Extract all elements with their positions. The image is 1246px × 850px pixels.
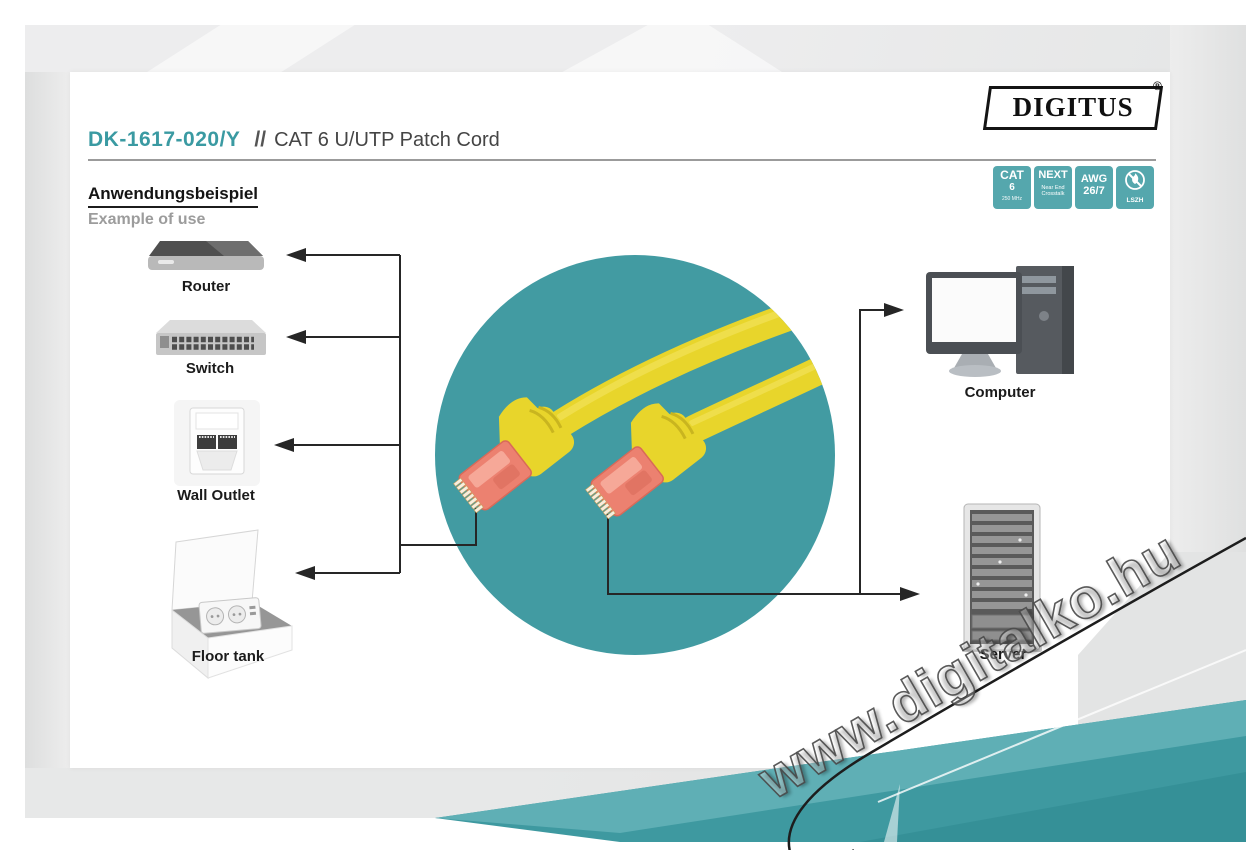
page-title: DK-1617-020/Y // CAT 6 U/UTP Patch Cord (88, 128, 500, 152)
left-gray-strip (25, 72, 70, 768)
label-computer: Computer (964, 384, 1036, 401)
badge-next: NEXT Near End Crosstalk (1034, 166, 1072, 209)
label-floor-tank: Floor tank (191, 648, 265, 665)
label-router: Router (181, 278, 231, 295)
header-rule (88, 159, 1156, 161)
title-separator: // (254, 128, 267, 151)
label-wall-outlet: Wall Outlet (177, 487, 255, 504)
product-code: DK-1617-020/Y (88, 128, 241, 151)
section-heading-de: Anwendungsbeispiel (88, 184, 259, 208)
no-flame-icon (1125, 170, 1145, 190)
spec-badges: CAT 6 250 MHz NEXT Near End Crosstalk AW… (993, 166, 1154, 209)
product-name: CAT 6 U/UTP Patch Cord (274, 129, 500, 151)
badge-cat6: CAT 6 250 MHz (993, 166, 1031, 209)
badge-lszh: LSZH (1116, 166, 1154, 209)
label-switch: Switch (185, 360, 235, 377)
section-heading-en: Example of use (88, 211, 206, 228)
badge-awg: AWG 26/7 (1075, 166, 1113, 209)
bottom-gray-band (25, 768, 1246, 818)
registered-trademark-mark: ® (1153, 79, 1162, 93)
digitus-logo: DIGITUS (982, 86, 1164, 130)
digitus-logo-text: DIGITUS (1012, 92, 1134, 122)
